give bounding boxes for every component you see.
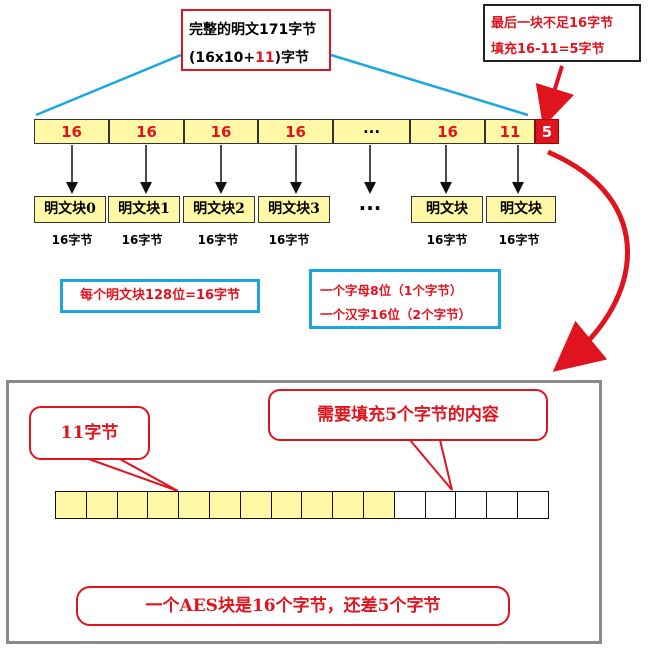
plaintext-block: 明文块2 bbox=[183, 196, 255, 223]
aes-byte-empty bbox=[486, 491, 518, 519]
char-size-letter: 一个字母8位（1个字节） bbox=[320, 283, 463, 298]
aes-byte-filled bbox=[209, 491, 241, 519]
block-size-label: 16字节 bbox=[498, 233, 540, 247]
plaintext-block: 明文块 bbox=[411, 196, 483, 223]
aes-byte-empty bbox=[517, 491, 549, 519]
down-arrows bbox=[66, 145, 524, 194]
aes-byte-filled bbox=[147, 491, 180, 519]
plaintext-block: 明文块1 bbox=[108, 196, 180, 223]
aes-byte-empty bbox=[393, 491, 426, 519]
block-size-label: 16字节 bbox=[426, 233, 468, 247]
aes-byte-empty bbox=[424, 491, 457, 519]
char-size-hanzi: 一个汉字16位（2个字节） bbox=[320, 307, 472, 322]
row-cell: 16 bbox=[34, 119, 109, 144]
aes-byte-filled bbox=[332, 491, 364, 519]
row-cell: 16 bbox=[184, 119, 258, 144]
block-size-info: 每个明文块128位=16字节 bbox=[60, 279, 260, 313]
aes-byte-filled bbox=[301, 491, 334, 519]
total-plaintext-label: 完整的明文171字节 bbox=[189, 22, 317, 38]
aes-block-panel bbox=[6, 380, 602, 644]
aes-byte-filled bbox=[178, 491, 210, 519]
spread-line-left bbox=[35, 53, 182, 117]
aes-byte-empty bbox=[455, 491, 488, 519]
aes-byte-filled bbox=[55, 491, 87, 519]
plaintext-block: 明文块3 bbox=[258, 196, 330, 223]
aes-byte-filled bbox=[85, 491, 118, 519]
bubble-11-bytes: 11字节 bbox=[29, 406, 150, 460]
padding-note-box: 最后一块不足16字节 填充16-11=5字节 bbox=[483, 4, 641, 62]
row-cell: 16 bbox=[258, 119, 333, 144]
blocks-ellipsis: ··· bbox=[358, 196, 382, 220]
aes-block-note: 一个AES块是16个字节，还差5个字节 bbox=[76, 586, 510, 626]
block-size-label: 16字节 bbox=[268, 233, 310, 247]
curved-arrow bbox=[547, 149, 630, 372]
aes-byte-filled bbox=[239, 491, 272, 519]
total-plaintext-formula: (16x10+11)字节 bbox=[189, 50, 310, 66]
block-size-label: 16字节 bbox=[121, 233, 163, 247]
plaintext-block: 明文块0 bbox=[34, 196, 106, 223]
block-size-label: 16字节 bbox=[51, 233, 93, 247]
padding-note-line2: 填充16-11=5字节 bbox=[491, 42, 605, 57]
aes-byte-filled bbox=[270, 491, 303, 519]
row-cell-padding: 5 bbox=[535, 119, 559, 144]
block-size-label: 16字节 bbox=[197, 233, 239, 247]
row-cell-ellipsis: ··· bbox=[333, 119, 410, 144]
row-cell: 16 bbox=[109, 119, 184, 144]
row-cell: 16 bbox=[410, 119, 485, 144]
aes-byte-filled bbox=[363, 491, 395, 519]
total-plaintext-box: 完整的明文171字节 (16x10+11)字节 bbox=[181, 9, 331, 71]
row-cell-partial: 11 bbox=[485, 119, 535, 144]
aes-byte-filled bbox=[116, 491, 149, 519]
pad-arrow bbox=[535, 65, 575, 128]
padding-note-line1: 最后一块不足16字节 bbox=[491, 16, 614, 31]
bubble-padding-needed: 需要填充5个字节的内容 bbox=[268, 389, 548, 441]
plaintext-block: 明文块 bbox=[486, 196, 556, 223]
char-size-info: 一个字母8位（1个字节） 一个汉字16位（2个字节） bbox=[309, 269, 501, 329]
spread-line-right bbox=[330, 53, 529, 117]
